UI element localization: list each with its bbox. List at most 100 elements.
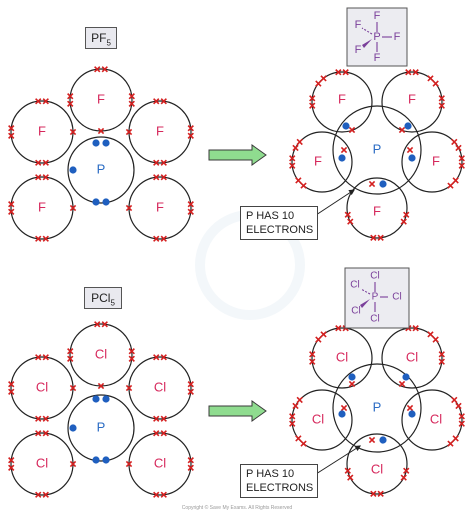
electron-dot	[338, 154, 346, 162]
atom-circle	[67, 394, 135, 462]
electron-cross	[315, 80, 322, 87]
electron-cross	[458, 162, 465, 169]
electron-cross	[187, 464, 194, 471]
electron-cross	[447, 440, 454, 447]
electron-dot	[379, 436, 387, 444]
electron-cross	[153, 430, 160, 437]
formula-main: PF	[91, 31, 107, 45]
callout-pointer	[315, 189, 356, 216]
atom-label-f: F	[432, 153, 440, 168]
electron-cross	[125, 460, 133, 468]
pcl5-bonded-molecule	[291, 327, 463, 495]
electron-cross	[160, 159, 167, 166]
atom-label-cl: Cl	[154, 379, 166, 394]
electron-cross	[187, 132, 194, 139]
electron-dot	[92, 198, 100, 206]
electron-cross	[125, 384, 133, 392]
electron-crosses	[8, 66, 465, 498]
electron-cross	[35, 491, 42, 498]
electron-dot	[69, 424, 77, 432]
atom-circle	[311, 327, 373, 389]
electron-cross	[42, 354, 49, 361]
electron-cross	[125, 128, 133, 136]
atom-label-cl: Cl	[406, 349, 418, 364]
electron-cross	[400, 218, 407, 225]
electron-cross	[128, 348, 135, 355]
electron-dot	[92, 139, 100, 147]
electron-cross	[347, 218, 354, 225]
formula-subscript: 5	[110, 298, 115, 308]
pcl5-3d-structure	[344, 267, 410, 329]
atom-label-f: F	[97, 91, 105, 106]
electron-cross	[94, 66, 101, 73]
electron-dot	[404, 122, 412, 130]
electron-cross	[342, 69, 349, 76]
electron-cross	[42, 415, 49, 422]
atom-circle	[346, 177, 408, 239]
electron-cross	[458, 413, 465, 420]
electron-cross	[42, 159, 49, 166]
electron-cross	[8, 208, 15, 215]
atom-label-cl: Cl	[312, 411, 324, 426]
atom-label-f: F	[314, 153, 322, 168]
electron-dot	[342, 122, 350, 130]
electron-cross	[160, 491, 167, 498]
electron-cross	[160, 354, 167, 361]
electron-cross	[153, 415, 160, 422]
electron-dot	[348, 373, 356, 381]
electron-cross	[447, 182, 454, 189]
electron-dot	[402, 373, 410, 381]
electron-cross	[35, 98, 42, 105]
electron-cross	[128, 93, 135, 100]
electron-cross	[340, 146, 348, 154]
atom-label-f: F	[38, 123, 46, 138]
atom-label-cl: Cl	[95, 346, 107, 361]
electron-cross	[160, 174, 167, 181]
electron-cross	[8, 201, 15, 208]
electron-cross	[432, 80, 439, 87]
electron-cross	[187, 125, 194, 132]
electron-cross	[438, 102, 445, 109]
electron-cross	[67, 348, 74, 355]
electron-cross	[67, 93, 74, 100]
electron-cross	[368, 180, 376, 188]
electron-cross	[438, 95, 445, 102]
atom-label-f: F	[373, 203, 381, 218]
electron-cross	[35, 235, 42, 242]
electron-cross	[292, 144, 299, 152]
electron-cross	[187, 201, 194, 208]
atom-label-f: F	[156, 199, 164, 214]
reaction-arrow	[208, 144, 267, 166]
electron-cross	[296, 138, 303, 146]
electron-cross	[451, 396, 458, 404]
electron-cross	[292, 402, 299, 410]
electron-cross	[289, 162, 296, 169]
electron-cross	[452, 435, 459, 442]
pf5-bonded-molecule	[291, 71, 463, 239]
electron-cross	[452, 177, 459, 184]
electron-dot	[379, 180, 387, 188]
electron-cross	[69, 384, 77, 392]
electron-cross	[153, 174, 160, 181]
electron-cross	[289, 413, 296, 420]
electron-cross	[455, 402, 462, 410]
electron-cross	[438, 351, 445, 358]
electron-cross	[187, 381, 194, 388]
copyright-text: Copyright © Save My Exams. All Rights Re…	[181, 505, 293, 511]
electron-cross	[160, 98, 167, 105]
atom-label-p: P	[97, 161, 106, 176]
formula-main: PCl	[91, 291, 111, 305]
atom-label-f: F	[338, 91, 346, 106]
electron-cross	[340, 404, 348, 412]
electron-cross	[8, 464, 15, 471]
atom-label-f: F	[156, 123, 164, 138]
electron-cross	[295, 177, 302, 184]
electron-cross	[438, 358, 445, 365]
atom-label-p: P	[373, 399, 382, 414]
callout-line-2: ELECTRONS	[246, 224, 314, 236]
electron-cross	[42, 174, 49, 181]
electron-dot	[92, 456, 100, 464]
electron-cross	[406, 146, 414, 154]
electron-cross	[69, 204, 77, 212]
electron-cross	[128, 100, 135, 107]
